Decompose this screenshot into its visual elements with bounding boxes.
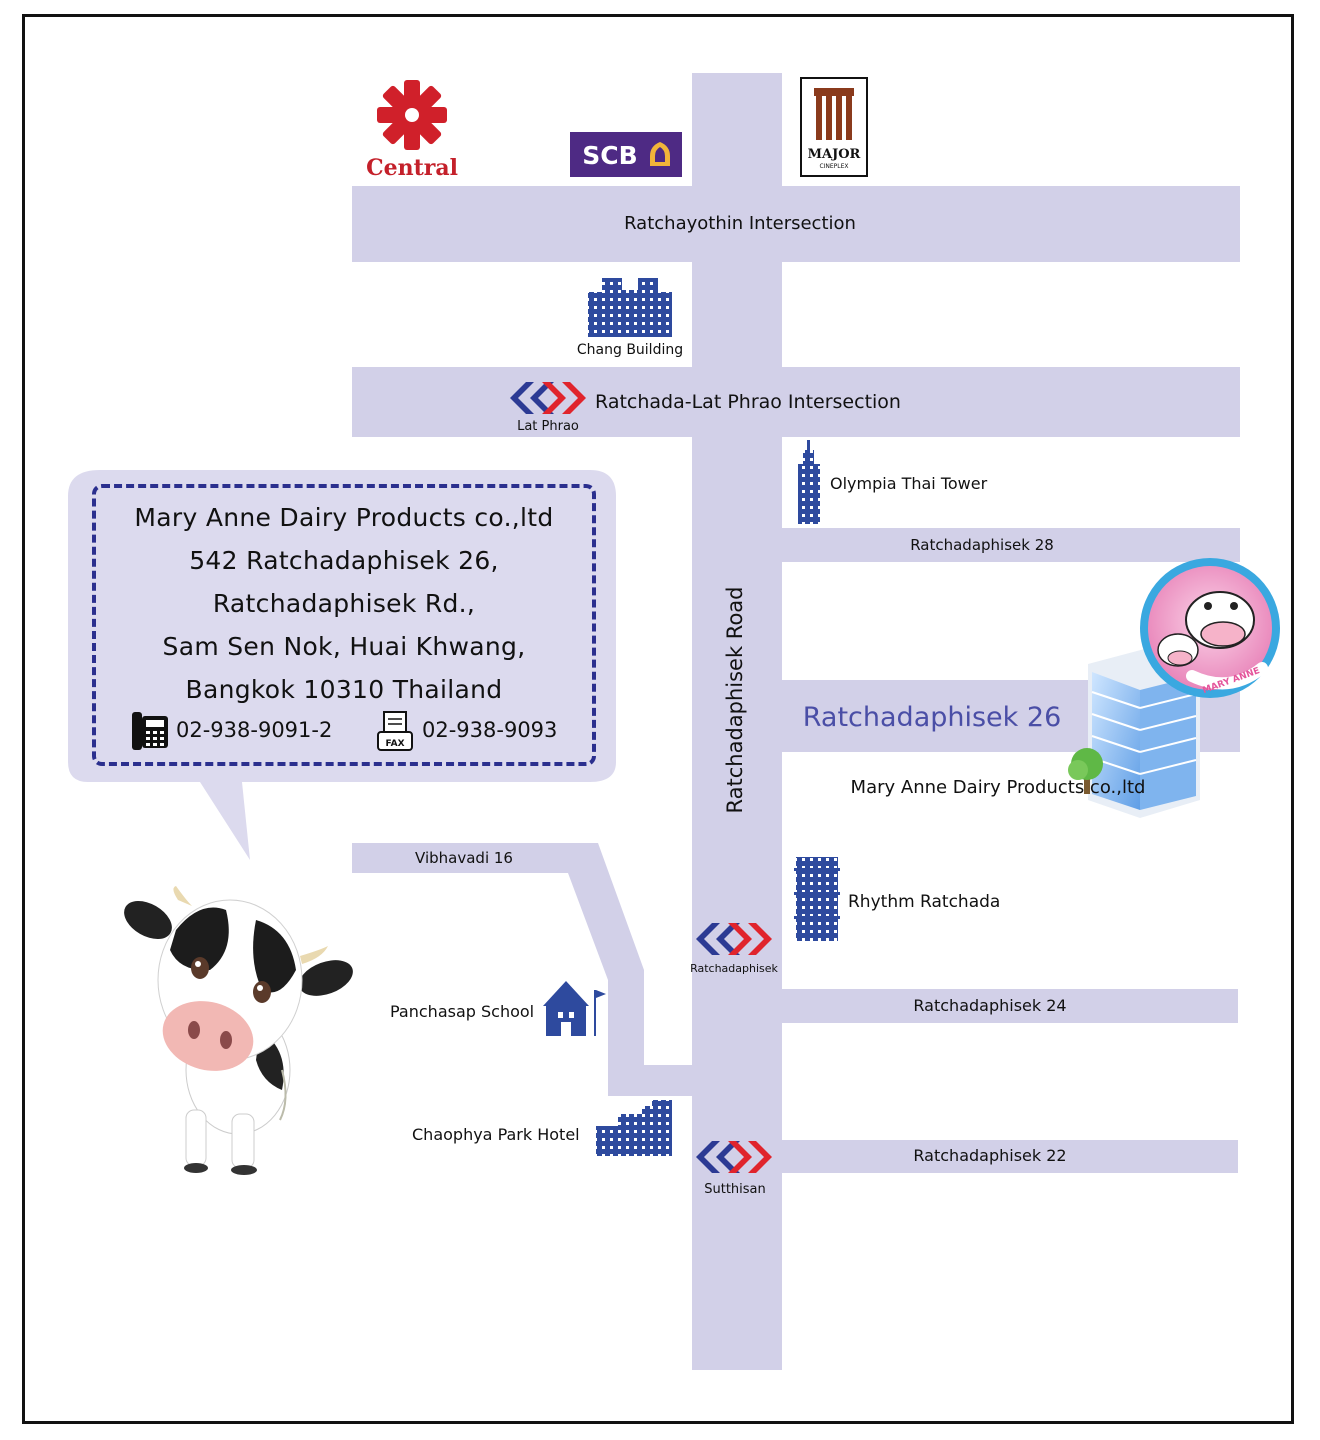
mary-anne-logo: MARY ANNE	[1140, 558, 1280, 698]
address-line-2: Ratchadaphisek Rd.,	[212, 589, 476, 618]
scb-logo: SCB	[570, 132, 682, 177]
mrt-sutthisan-icon	[696, 1141, 772, 1173]
mrt-ratchadaphisek-icon	[696, 923, 772, 955]
chang-building-label: Chang Building	[577, 342, 683, 358]
central-logo: Central	[366, 80, 458, 181]
vibhavadi-label: Vibhavadi 16	[415, 849, 513, 867]
major-cineplex-logo: MAJOR CINEPLEX	[800, 77, 868, 177]
fax-icon-label: FAX	[385, 739, 404, 749]
lat-phrao-road	[352, 367, 1240, 437]
address-line-3: Sam Sen Nok, Huai Khwang,	[162, 632, 526, 661]
chaophya-label: Chaophya Park Hotel	[412, 1125, 580, 1144]
scb-wordmark: SCB	[582, 141, 637, 170]
phone-icon	[132, 712, 168, 750]
school-icon	[543, 981, 606, 1036]
rhythm-label: Rhythm Ratchada	[848, 892, 1000, 912]
address-line-4: Bangkok 10310 Thailand	[185, 675, 503, 704]
soi24-label: Ratchadaphisek 24	[913, 996, 1066, 1015]
vibhavadi-road	[352, 843, 692, 1096]
soi24-road	[782, 989, 1238, 1023]
panchasap-label: Panchasap School	[390, 1002, 534, 1021]
main-road-label: Ratchadaphisek Road	[723, 586, 747, 813]
ratchadaphisek-station-label: Ratchadaphisek	[690, 962, 778, 975]
contact-row: 02-938-9091-2 FAX 02-938-9093	[130, 710, 570, 754]
olympia-tower-icon	[798, 440, 820, 524]
ratchayothin-label: Ratchayothin Intersection	[624, 213, 856, 234]
soi28-road	[782, 528, 1240, 562]
cineplex-wordmark: CINEPLEX	[819, 163, 848, 170]
cow-mascot	[124, 886, 353, 1175]
address-line-1: 542 Ratchadaphisek 26,	[189, 546, 499, 575]
fax-icon: FAX	[377, 711, 413, 751]
olympia-label: Olympia Thai Tower	[830, 474, 988, 493]
soi22-road	[782, 1140, 1238, 1173]
soi28-label: Ratchadaphisek 28	[910, 536, 1054, 554]
chang-building-icon	[588, 278, 672, 337]
lat-phrao-intersection-label: Ratchada-Lat Phrao Intersection	[595, 391, 901, 413]
address-box: Mary Anne Dairy Products co.,ltd 542 Rat…	[92, 484, 596, 766]
company-map-label: Mary Anne Dairy Products co.,ltd	[851, 777, 1146, 798]
soi26-label: Ratchadaphisek 26	[803, 702, 1062, 733]
phone-number[interactable]: 02-938-9091-2	[176, 718, 333, 742]
company-name: Mary Anne Dairy Products co.,ltd	[134, 503, 554, 532]
fax-number[interactable]: 02-938-9093	[422, 718, 558, 742]
mrt-lat-phrao-icon	[510, 382, 586, 414]
central-wordmark: Central	[366, 155, 458, 181]
ratchayothin-road	[352, 186, 1240, 262]
hotel-icon	[596, 1100, 672, 1156]
mary-anne-building	[1068, 648, 1200, 818]
rhythm-building-icon	[794, 857, 840, 941]
soi22-label: Ratchadaphisek 22	[913, 1146, 1066, 1165]
lat-phrao-station-label: Lat Phrao	[517, 419, 579, 434]
major-wordmark: MAJOR	[808, 147, 861, 162]
sutthisan-station-label: Sutthisan	[704, 1182, 766, 1197]
